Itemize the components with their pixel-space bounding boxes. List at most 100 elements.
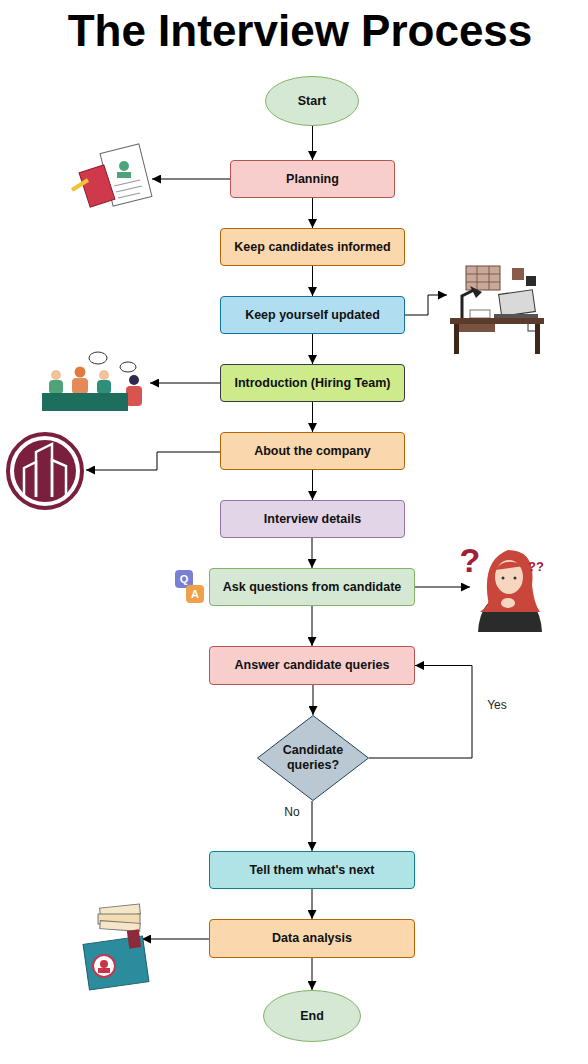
end-terminal: End: [263, 990, 361, 1042]
flow-arrow: [312, 126, 313, 160]
leader-wire: [150, 383, 220, 384]
wall-calendar: [466, 266, 500, 290]
node-text: Introduction (Hiring Team): [234, 376, 390, 391]
icon-letter: Q: [180, 574, 189, 585]
node-text: About the company: [254, 444, 371, 459]
flow-arrow: [313, 685, 314, 715]
process-box: Interview details: [220, 500, 405, 538]
notebook: [79, 165, 115, 207]
diagram-title: The Interview Process: [0, 6, 588, 56]
leader-wire: [86, 452, 220, 470]
node-text: Answer candidate queries: [235, 658, 390, 673]
leader-wire: [152, 179, 230, 180]
laptop-screen: [499, 290, 536, 317]
speech-bubble: [89, 352, 107, 364]
eye: [502, 577, 505, 580]
flow-arrow: [312, 470, 313, 500]
person-head: [51, 370, 61, 380]
flow-arrow: [312, 801, 313, 851]
node-text: Start: [298, 94, 326, 109]
flow-arrow: [312, 538, 313, 568]
process-box: About the company: [220, 432, 405, 470]
face: [495, 560, 523, 594]
flow-arrow: [312, 198, 313, 228]
diamond-shape: [258, 716, 369, 801]
report-illustration: [83, 904, 149, 990]
qa-icon: [175, 570, 204, 603]
grid-line: [466, 274, 500, 275]
edge-label: No: [284, 805, 299, 819]
desk-illustration: [450, 266, 544, 354]
edge-label: Yes: [487, 698, 507, 712]
icon-letter: A: [191, 589, 199, 600]
person-body: [49, 380, 63, 394]
person-body: [126, 386, 142, 406]
flow-arrow: [369, 666, 472, 759]
flow-arrow: [312, 266, 313, 296]
logo-ring: [8, 434, 82, 508]
hair-fringe: [495, 562, 524, 570]
desk-leg: [535, 324, 540, 354]
person-icon: [119, 161, 129, 171]
person-body: [97, 380, 111, 394]
wall-frame: [526, 276, 536, 286]
logo-disc: [14, 440, 76, 502]
desk-top: [450, 318, 544, 324]
flow-arrow: [312, 334, 313, 364]
flow-arrow: [312, 402, 313, 432]
hand: [501, 598, 515, 608]
building-outline: [36, 444, 52, 497]
process-box: Planning: [230, 160, 395, 198]
flow-arrow: [312, 889, 313, 919]
leader-wires: [86, 179, 470, 939]
laptop-base: [494, 314, 538, 318]
leader-wire: [415, 587, 470, 588]
seal-figure: [100, 960, 108, 968]
person-head: [129, 375, 139, 385]
text-line: [116, 186, 142, 192]
grid-line: [477, 266, 478, 290]
leader-wire: [405, 295, 447, 315]
process-box: Answer candidate queries: [209, 646, 415, 685]
process-box: Tell them what's next: [209, 851, 415, 889]
process-box: Data analysis: [209, 919, 415, 958]
papers: [470, 310, 490, 318]
node-text: Tell them what's next: [250, 863, 375, 878]
ellipse-shape: [266, 77, 359, 126]
grid-line: [489, 266, 490, 290]
person-head: [75, 367, 86, 378]
wall-frame: [512, 268, 524, 280]
start-terminal: Start: [265, 76, 359, 126]
logo-buildings: [24, 444, 66, 497]
node-text: Ask questions from candidate: [223, 580, 402, 595]
node-text: Candidate queries?: [273, 743, 353, 773]
speech-bubble: [120, 362, 136, 372]
building-outline: [24, 462, 36, 497]
text-line: [114, 180, 140, 186]
person-icon: [117, 172, 131, 178]
person-head: [99, 370, 109, 380]
a-bubble: [186, 585, 204, 603]
process-box: Keep candidates informed: [220, 228, 405, 266]
person-body: [72, 378, 88, 394]
seal-figure: [98, 968, 110, 973]
flow-arrow: [312, 606, 313, 646]
company-logo: [8, 434, 82, 508]
text-lines: [114, 180, 142, 198]
desk-leg: [454, 324, 459, 354]
decision-diamond: Candidate queries?: [257, 715, 369, 801]
node-text: Keep yourself updated: [245, 308, 380, 323]
node-text: Data analysis: [272, 931, 352, 946]
ribbon: [127, 929, 141, 948]
question-mark: ??: [528, 560, 544, 573]
team-illustration: [42, 352, 142, 411]
ellipse-shape: [264, 991, 361, 1042]
flow-arrow: [312, 958, 313, 990]
leader-wire: [142, 939, 209, 940]
documents-illustration: [72, 144, 152, 207]
grid-line: [466, 282, 500, 283]
eye: [514, 577, 517, 580]
desk-drawer: [459, 324, 495, 332]
